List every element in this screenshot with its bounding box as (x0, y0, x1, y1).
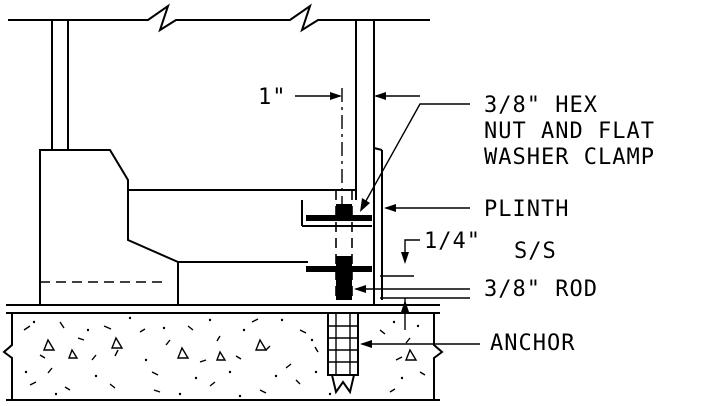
top-beam-with-break-lines (8, 3, 430, 33)
label-1-inch: 1" (258, 85, 287, 110)
plinth-plate (373, 147, 383, 305)
base-bracket-profile (30, 149, 356, 306)
hex-nut-and-washer-clamp (301, 200, 372, 280)
concrete-slab (2, 304, 444, 401)
label-hex-line2: NUT AND FLAT (484, 119, 655, 144)
label-quarter-inch: 1/4" (424, 229, 481, 254)
right-post (341, 20, 375, 220)
label-hex-line3: WASHER CLAMP (484, 145, 655, 170)
leader-plinth (384, 204, 470, 212)
concrete-aggregate-hatching (23, 316, 426, 398)
label-plinth: PLINTH (484, 197, 569, 222)
label-ss: S/S (514, 239, 557, 264)
threaded-rod (335, 190, 353, 300)
leader-anchor (360, 340, 480, 348)
label-hex-line1: 3/8" HEX (484, 93, 598, 118)
label-rod: 3/8" ROD (484, 277, 598, 302)
leader-rod (354, 285, 470, 293)
anchor-bolt (327, 312, 359, 395)
left-post (51, 20, 69, 150)
label-anchor: ANCHOR (490, 331, 575, 356)
leader-hex-nut (360, 103, 470, 212)
dimension-quarter-inch (380, 239, 470, 330)
dimension-1-inch (295, 92, 420, 100)
